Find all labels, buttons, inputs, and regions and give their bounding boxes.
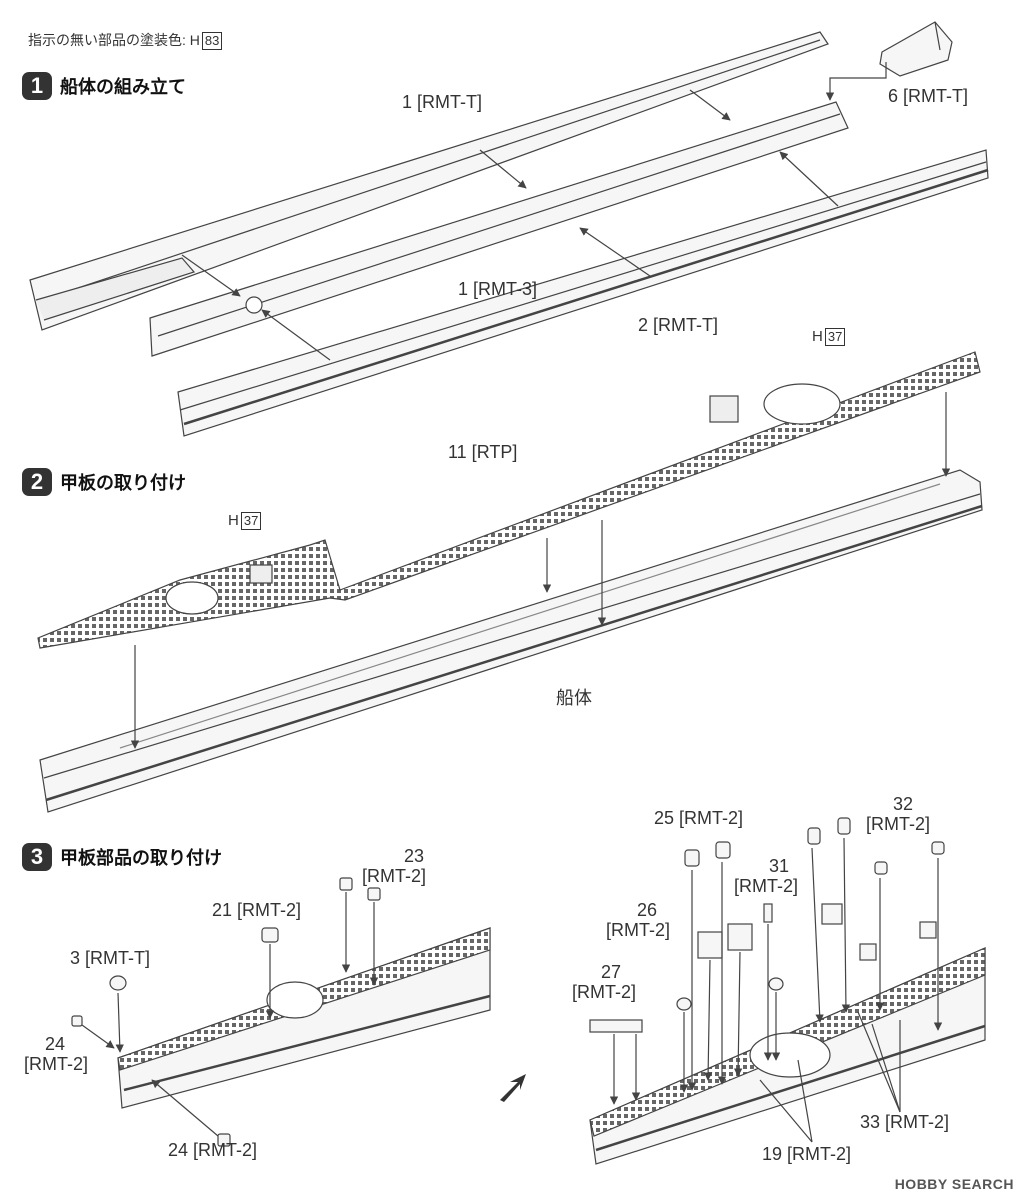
label-part-31-number: 31 xyxy=(768,856,790,876)
label-part-19: 19 [RMT-2] xyxy=(762,1144,852,1164)
label-part-24-left-code: [RMT-2] xyxy=(24,1054,89,1074)
label-part-23-number: 23 xyxy=(403,846,425,866)
label-hull: 船体 xyxy=(556,688,592,708)
h-code-bow-number: 37 xyxy=(240,512,262,530)
hull-half-rmt-t-top xyxy=(29,31,829,331)
label-part-26-code: [RMT-2] xyxy=(606,920,671,940)
step-1-header: 1 船体の組み立て xyxy=(22,72,186,100)
label-part-2-rmt-t: 2 [RMT-T] xyxy=(638,315,718,335)
h-code-stern-prefix: H xyxy=(812,328,823,345)
label-part-33: 33 [RMT-2] xyxy=(860,1112,950,1132)
label-part-27-number: 27 xyxy=(600,962,622,982)
step-3-badge: 3 xyxy=(22,843,52,871)
h-code-bow-prefix: H xyxy=(228,512,239,529)
label-part-31-code: [RMT-2] xyxy=(734,876,799,896)
part-6-piece xyxy=(879,21,953,77)
step-1-title: 船体の組み立て xyxy=(60,77,186,97)
paint-note-code: 83 xyxy=(201,32,223,50)
label-part-27-code: [RMT-2] xyxy=(572,982,637,1002)
h-code-stern-number: 37 xyxy=(824,328,846,346)
bow-section-left xyxy=(117,927,491,1109)
label-part-3: 3 [RMT-T] xyxy=(70,948,150,968)
deck-rtp-11 xyxy=(37,351,981,649)
label-part-6-rmt-t: 6 [RMT-T] xyxy=(888,86,968,106)
paint-note-code-prefix: H xyxy=(189,32,200,48)
paint-note-text: 指示の無い部品の塗装色: xyxy=(28,32,186,48)
label-part-21: 21 [RMT-2] xyxy=(212,900,302,920)
label-part-1-rmt-t: 1 [RMT-T] xyxy=(402,92,482,112)
step-2-title: 甲板の取り付け xyxy=(60,473,186,493)
step-3-title: 甲板部品の取り付け xyxy=(60,848,222,868)
label-part-26-number: 26 xyxy=(636,900,658,920)
watermark: HOBBY SEARCH xyxy=(894,1176,1014,1192)
hull-half-rmt-t-bottom xyxy=(177,149,989,437)
label-part-24-left-number: 24 xyxy=(44,1034,66,1054)
step-2-badge: 2 xyxy=(22,468,52,496)
next-step-arrow-icon xyxy=(500,1074,526,1102)
label-part-32-code: [RMT-2] xyxy=(866,814,931,834)
label-part-24-bottom: 24 [RMT-2] xyxy=(168,1140,258,1160)
label-part-11-rtp: 11 [RTP] xyxy=(448,442,518,462)
keel-rmt-3 xyxy=(149,101,849,357)
step-2-header: 2 甲板の取り付け xyxy=(22,468,186,496)
label-part-23-code: [RMT-2] xyxy=(362,866,427,886)
label-part-1-rmt-3: 1 [RMT-3] xyxy=(458,279,538,299)
small-parts-right xyxy=(589,817,945,1033)
label-part-25: 25 [RMT-2] xyxy=(654,808,744,828)
label-part-32-number: 32 xyxy=(892,794,914,814)
small-parts-left xyxy=(71,877,381,1147)
step-1-badge: 1 xyxy=(22,72,52,100)
step-3-header: 3 甲板部品の取り付け xyxy=(22,843,222,871)
hull-assembled xyxy=(39,469,983,813)
